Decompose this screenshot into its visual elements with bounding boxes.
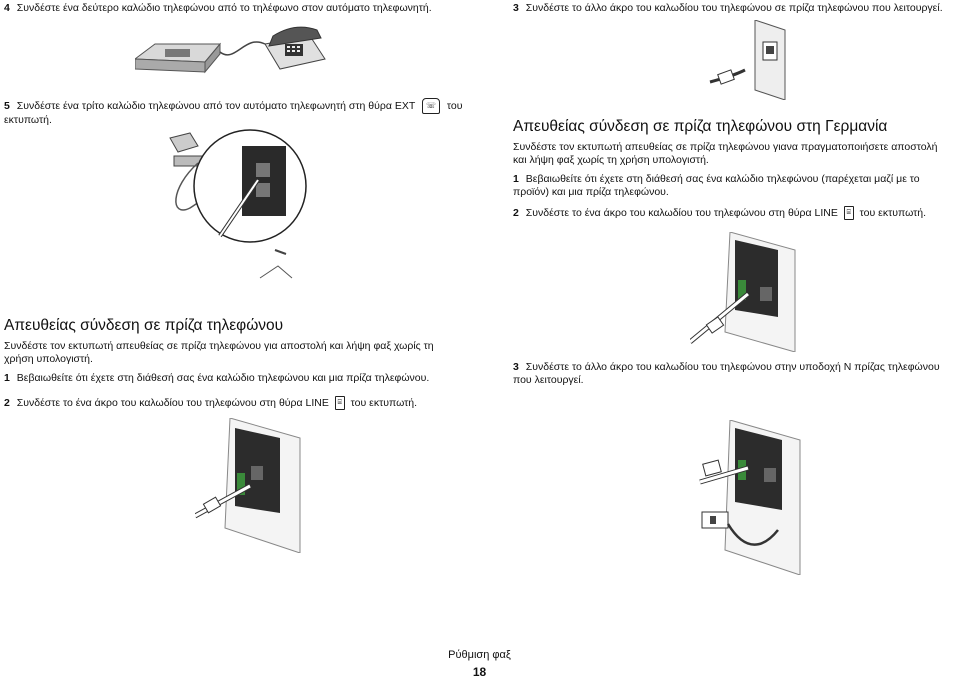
printer-back-panel bbox=[235, 428, 280, 513]
step-text-cont: του εκτυπωτή. bbox=[859, 206, 927, 219]
step-text: Συνδέστε το άλλο άκρο του καλωδίου του τ… bbox=[513, 361, 940, 386]
right-section-intro: Συνδέστε τον εκτυπωτή απευθείας σε πρίζα… bbox=[513, 141, 938, 166]
step-number: 2 bbox=[4, 396, 10, 409]
printer-back-panel bbox=[735, 240, 778, 317]
left-section-step-1: 1 Βεβαιωθείτε ότι έχετε στη διάθεσή σας … bbox=[4, 372, 464, 385]
step-number: 3 bbox=[513, 2, 519, 14]
n-socket-illustration bbox=[701, 511, 729, 529]
step-number: 3 bbox=[513, 361, 519, 373]
phone-ext-icon: ☏ bbox=[421, 98, 440, 114]
step-text-cont: του bbox=[446, 99, 463, 112]
footer-section-title: Ρύθμιση φαξ bbox=[448, 649, 511, 661]
printer-line-connection-figure bbox=[195, 418, 301, 553]
left-step-4: 4 Συνδέστε ένα δεύτερο καλώδιο τηλεφώνου… bbox=[4, 2, 464, 15]
step-text: Βεβαιωθείτε ότι έχετε στη διάθεσή σας έν… bbox=[16, 372, 430, 384]
left-section-intro: Συνδέστε τον εκτυπωτή απευθείας σε πρίζα… bbox=[4, 340, 434, 365]
answering-machine-phone-figure bbox=[135, 26, 326, 74]
step-text-cont: του εκτυπωτή. bbox=[350, 396, 418, 409]
step-text: Συνδέστε ένα τρίτο καλώδιο τηλεφώνου από… bbox=[16, 99, 416, 112]
right-step-3-top: 3 Συνδέστε το άλλο άκρο του καλωδίου του… bbox=[513, 2, 953, 15]
step-text-cont-2: εκτυπωτή. bbox=[4, 114, 52, 126]
right-section-step-1: 1 Βεβαιωθείτε ότι έχετε στη διάθεσή σας … bbox=[513, 173, 955, 199]
step-number: 5 bbox=[4, 99, 10, 112]
right-section-step-2: 2 Συνδέστε το ένα άκρο του καλωδίου του … bbox=[513, 206, 955, 220]
line-port-icon: ⌸ bbox=[843, 206, 854, 220]
printer-ext-connection-figure bbox=[169, 129, 307, 279]
answering-machine-illustration bbox=[135, 42, 222, 74]
step-number: 1 bbox=[513, 173, 519, 185]
printer-n-socket-figure bbox=[699, 420, 801, 575]
step-text: Βεβαιωθείτε ότι έχετε στη διάθεσή σας έν… bbox=[513, 173, 920, 198]
step-text: Συνδέστε ένα δεύτερο καλώδιο τηλεφώνου α… bbox=[16, 2, 432, 14]
printer-line-connection-figure-de bbox=[690, 232, 796, 352]
left-step-5: 5 Συνδέστε ένα τρίτο καλώδιο τηλεφώνου α… bbox=[4, 98, 466, 127]
telephone-illustration bbox=[264, 26, 326, 70]
right-section-step-3: 3 Συνδέστε το άλλο άκρο του καλωδίου του… bbox=[513, 361, 959, 387]
line-port-icon: ⌸ bbox=[334, 396, 345, 410]
wall-jack-figure bbox=[709, 20, 786, 100]
right-section-heading: Απευθείας σύνδεση σε πρίζα τηλεφώνου στη… bbox=[513, 118, 888, 135]
left-section-heading: Απευθείας σύνδεση σε πρίζα τηλεφώνου bbox=[4, 317, 284, 334]
step-text: Συνδέστε το άλλο άκρο του καλωδίου του τ… bbox=[525, 2, 943, 14]
step-number: 4 bbox=[4, 2, 10, 14]
page-number: 18 bbox=[472, 665, 487, 679]
printer-back-panel bbox=[242, 146, 286, 216]
left-section-step-2: 2 Συνδέστε το ένα άκρο του καλωδίου του … bbox=[4, 396, 464, 410]
step-number: 1 bbox=[4, 372, 10, 384]
step-text: Συνδέστε το ένα άκρο του καλωδίου του τη… bbox=[16, 396, 329, 409]
step-number: 2 bbox=[513, 206, 519, 219]
step-text: Συνδέστε το ένα άκρο του καλωδίου του τη… bbox=[525, 206, 838, 219]
